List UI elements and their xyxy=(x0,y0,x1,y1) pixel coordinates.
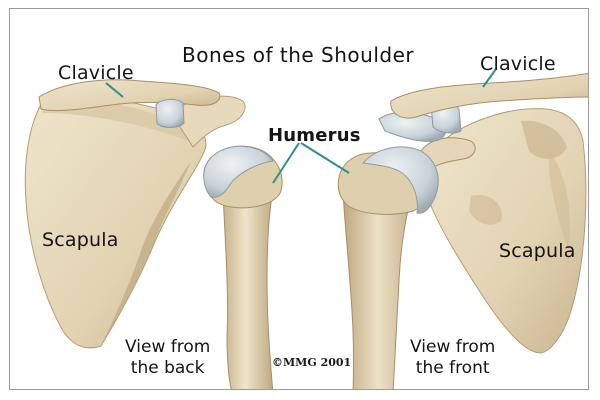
caption-view-front-line1: View from xyxy=(410,337,495,358)
clavicle-right-bone xyxy=(391,73,589,118)
label-clavicle-right: Clavicle xyxy=(480,55,556,74)
humerus-left-leader xyxy=(273,143,299,183)
caption-view-back-line1: View from xyxy=(125,337,210,358)
humerus-left-shaft xyxy=(223,191,273,390)
diagram-title: Bones of the Shoulder xyxy=(182,45,414,65)
caption-view-back-line2: the back xyxy=(125,358,210,379)
label-clavicle-left: Clavicle xyxy=(58,64,134,83)
ac-joint-left-cartilage xyxy=(156,99,184,127)
copyright-notice: ©MMG 2001 xyxy=(272,356,351,369)
caption-view-front-line2: the front xyxy=(410,358,495,379)
caption-view-back: View from the back xyxy=(125,337,210,379)
caption-view-front: View from the front xyxy=(410,337,495,379)
humerus-right-shaft xyxy=(343,191,413,390)
figure-frame: Bones of the Shoulder Clavicle Clavicle … xyxy=(9,8,589,390)
humerus-right-leader xyxy=(301,143,349,173)
label-scapula-right: Scapula xyxy=(499,242,576,261)
label-humerus: Humerus xyxy=(268,127,361,145)
label-scapula-left: Scapula xyxy=(42,231,119,250)
